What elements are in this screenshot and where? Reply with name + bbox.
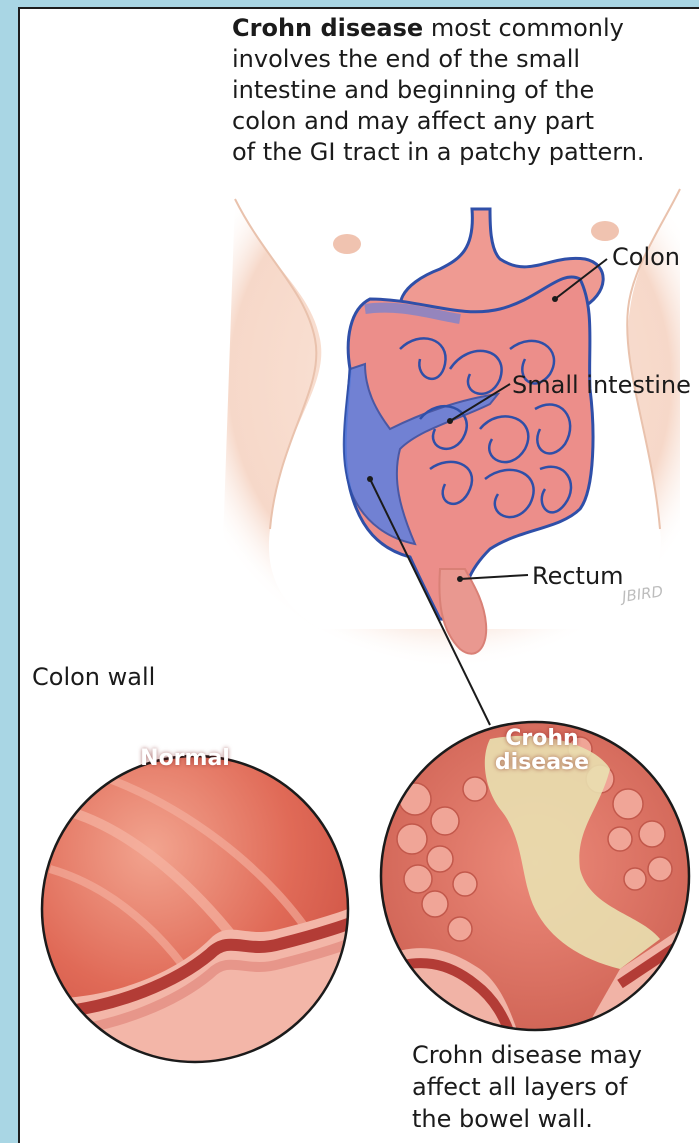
normal-wall-circle bbox=[40, 754, 360, 1074]
caption-line-1: Crohn disease may bbox=[412, 1041, 642, 1069]
intro-line-1: most commonly bbox=[423, 14, 624, 42]
intro-line-3: intestine and beginning of the bbox=[232, 76, 594, 104]
caption-line-2: affect all layers of bbox=[412, 1073, 627, 1101]
rectum-label: Rectum bbox=[532, 562, 624, 590]
colon-wall-label: Colon wall bbox=[32, 663, 155, 691]
crohn-label-line-2: disease bbox=[495, 750, 589, 775]
caption-line-3: the bowel wall. bbox=[412, 1105, 593, 1133]
colon-label: Colon bbox=[612, 243, 680, 271]
normal-label: Normal bbox=[130, 747, 240, 771]
intro-line-5: of the GI tract in a patchy pattern. bbox=[232, 138, 645, 166]
intro-line-4: colon and may affect any part bbox=[232, 107, 594, 135]
bottom-caption: Crohn disease may affect all layers of t… bbox=[412, 1039, 699, 1135]
intro-bold: Crohn disease bbox=[232, 14, 423, 42]
figure-panel: Crohn disease most commonly involves the… bbox=[18, 7, 699, 1143]
intro-text: Crohn disease most commonly involves the… bbox=[232, 13, 699, 168]
small-intestine-label: Small intestine bbox=[512, 371, 691, 399]
intro-line-2: involves the end of the small bbox=[232, 45, 580, 73]
crohn-label: Crohn disease bbox=[482, 727, 602, 775]
crohn-label-line-1: Crohn bbox=[505, 726, 578, 751]
